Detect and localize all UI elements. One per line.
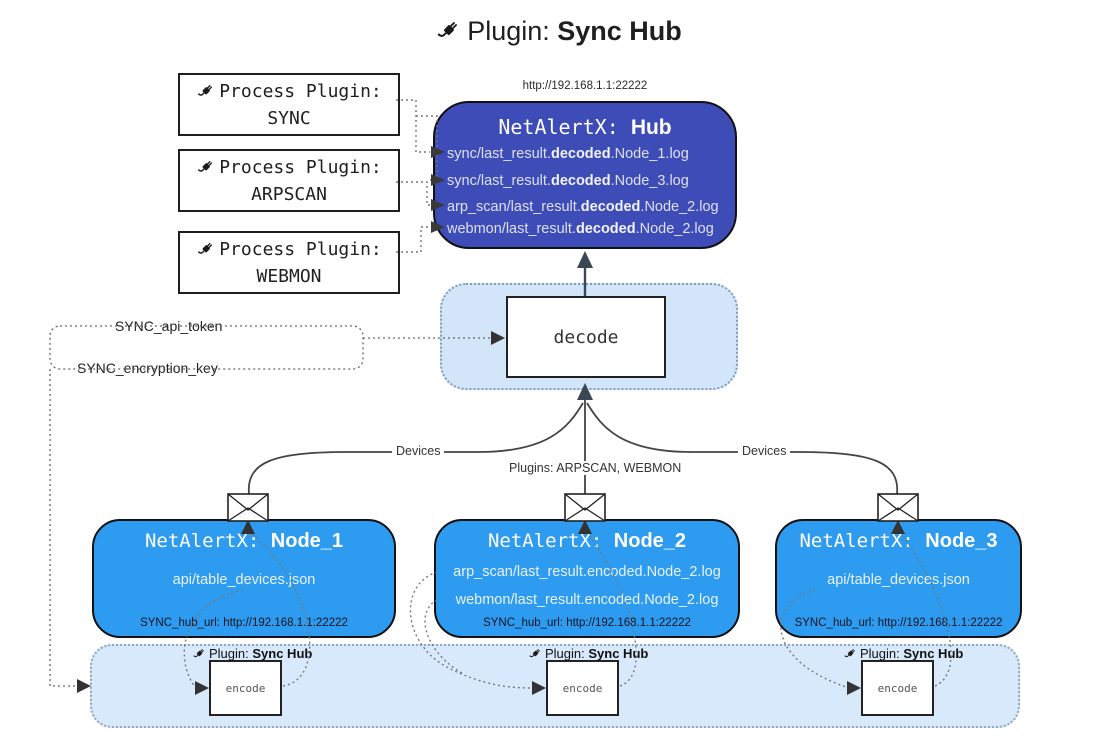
- node-2-box: NetAlertX: Node_2 arp_scan/last_result.e…: [434, 519, 740, 638]
- page-title: Plugin: Sync Hub: [0, 16, 1117, 47]
- process-plugin-label: Process Plugin:: [219, 80, 382, 102]
- plug-icon: [844, 648, 855, 657]
- hub-log-item: sync/last_result.decoded.Node_3.log: [447, 173, 689, 189]
- plug-icon: [197, 160, 213, 172]
- node-to-decode-curves: [248, 400, 898, 495]
- hub-url-label: http://192.168.1.1:22222: [522, 80, 648, 92]
- plug-icon: [197, 242, 213, 254]
- plug-icon: [197, 84, 213, 96]
- process-plugin-webmon: Process Plugin: WEBMON: [178, 231, 400, 294]
- envelope-icon: [227, 493, 269, 522]
- encode-box-1: encode: [209, 660, 282, 716]
- node-item: webmon/last_result.encoded.Node_2.log: [455, 592, 719, 608]
- sync-encryption-key-label: SYNC_encryption_key: [72, 360, 223, 376]
- node-hub-url: SYNC_hub_url: http://192.168.1.1:22222: [794, 617, 1003, 629]
- envelope-icon: [877, 493, 919, 522]
- hub-box: NetAlertX: Hub sync/last_result.decoded.…: [433, 101, 737, 249]
- hub-log-item: arp_scan/last_result.decoded.Node_2.log: [447, 199, 719, 215]
- node-hub-url: SYNC_hub_url: http://192.168.1.1:22222: [140, 617, 348, 629]
- node-title: NetAlertX: Node_3: [799, 530, 998, 552]
- title-name: Sync Hub: [557, 16, 682, 46]
- edge-label-devices-right: Devices: [738, 444, 791, 458]
- node-item: api/table_devices.json: [827, 572, 970, 588]
- plug-icon: [193, 648, 204, 657]
- envelope-icon: [564, 493, 606, 522]
- sync-api-token-label: SYNC_api_token: [110, 318, 228, 334]
- encode-box-2: encode: [546, 660, 619, 716]
- node-1-box: NetAlertX: Node_1 api/table_devices.json…: [92, 519, 396, 638]
- hub-log-item: sync/last_result.decoded.Node_1.log: [447, 146, 689, 162]
- process-plugin-label: Process Plugin:: [219, 238, 382, 260]
- hub-title: NetAlertX: Hub: [435, 115, 735, 140]
- process-plugin-name: ARPSCAN: [251, 183, 327, 205]
- hub-title-name: Hub: [630, 116, 672, 139]
- node-item: arp_scan/last_result.encoded.Node_2.log: [453, 564, 721, 580]
- node-title: NetAlertX: Node_1: [144, 530, 344, 552]
- token-arrows: [77, 331, 505, 693]
- node-hub-url: SYNC_hub_url: http://192.168.1.1:22222: [483, 617, 691, 629]
- node-3-box: NetAlertX: Node_3 api/table_devices.json…: [775, 519, 1022, 638]
- plug-icon: [529, 648, 540, 657]
- encoder-plugin-label: Plugin: Sync Hub: [843, 646, 963, 661]
- hub-log-item: webmon/last_result.decoded.Node_2.log: [447, 221, 714, 237]
- plug-icon: [437, 22, 458, 37]
- encoder-plugin-label: Plugin: Sync Hub: [192, 646, 312, 661]
- process-plugin-arpscan: Process Plugin: ARPSCAN: [178, 149, 400, 212]
- edge-label-plugins: Plugins: ARPSCAN, WEBMON: [505, 461, 686, 475]
- decode-box: decode: [506, 296, 666, 378]
- node-item: api/table_devices.json: [172, 572, 316, 588]
- encoder-plugin-label: Plugin: Sync Hub: [528, 646, 648, 661]
- title-prefix: Plugin:: [467, 16, 550, 46]
- encode-box-3: encode: [861, 660, 934, 716]
- hub-title-prefix: NetAlertX:: [498, 115, 619, 139]
- node-title: NetAlertX: Node_2: [487, 530, 687, 552]
- process-to-hub-connectors: [396, 99, 438, 253]
- process-plugin-name: WEBMON: [256, 265, 322, 287]
- process-plugin-name: SYNC: [267, 107, 311, 129]
- edge-label-devices-left: Devices: [392, 444, 445, 458]
- process-plugin-sync: Process Plugin: SYNC: [178, 73, 400, 136]
- process-plugin-label: Process Plugin:: [219, 156, 382, 178]
- envelope-icons: [227, 493, 919, 522]
